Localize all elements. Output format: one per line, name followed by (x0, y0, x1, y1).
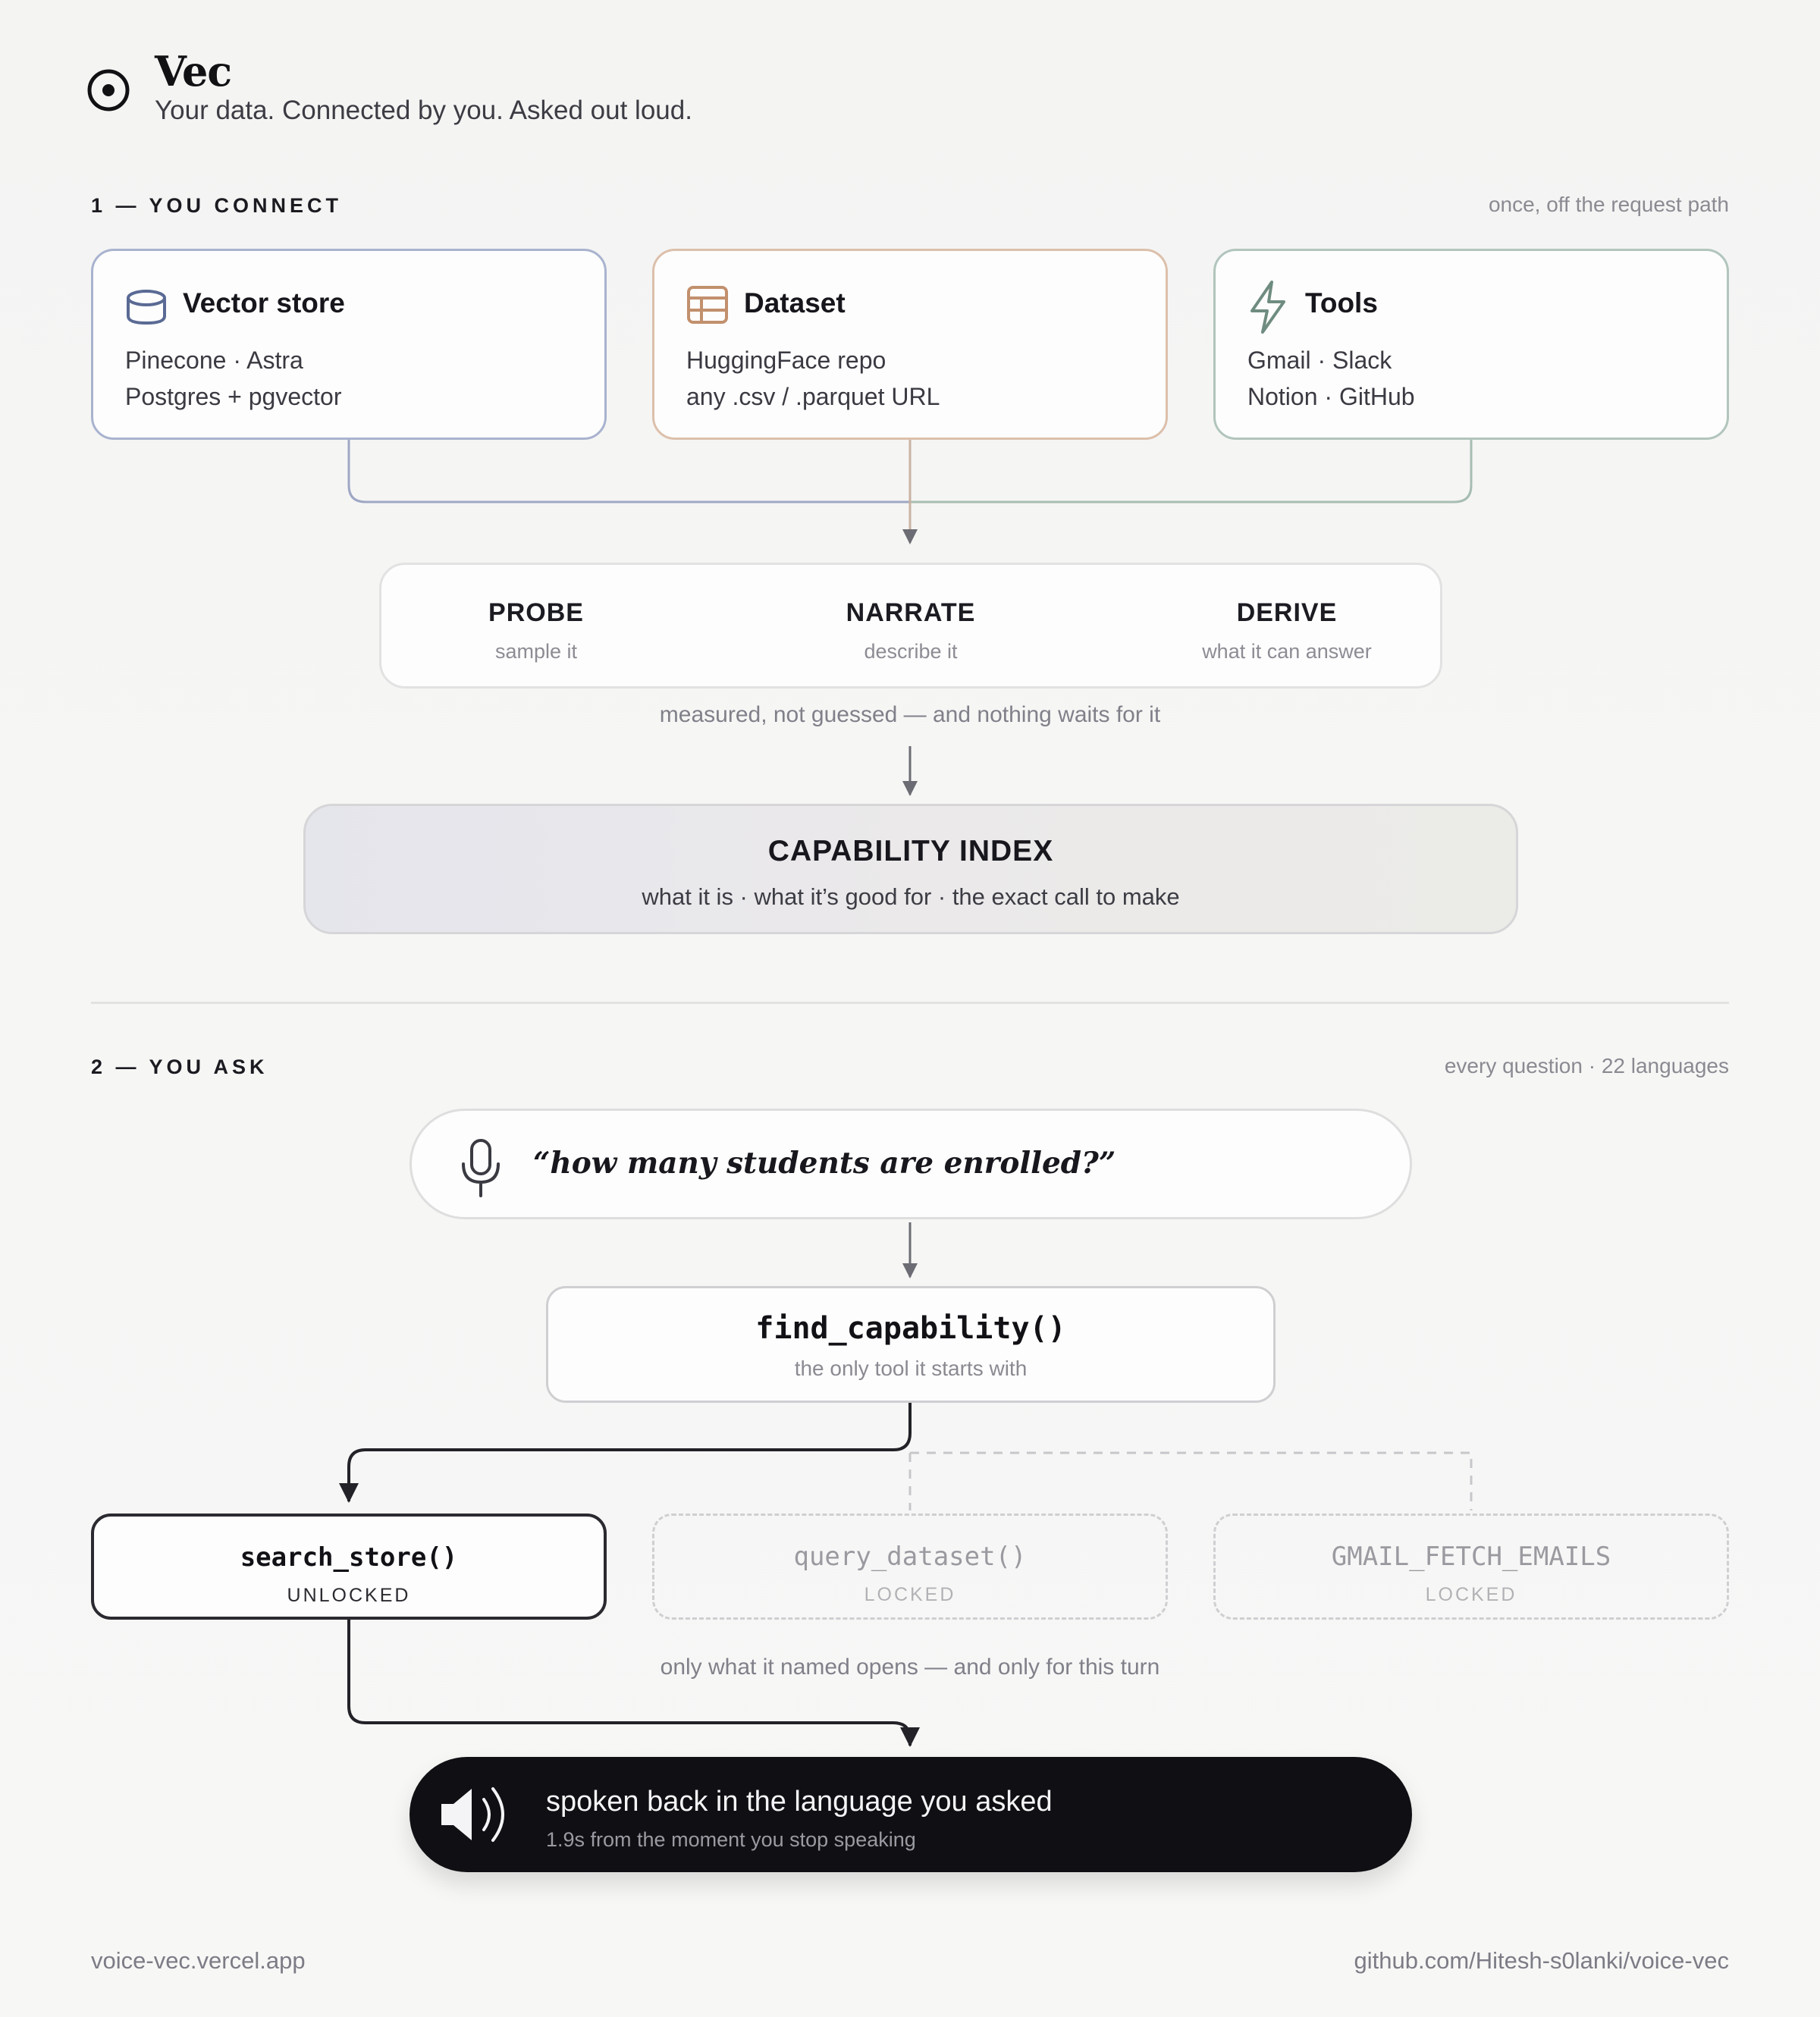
answer-subtext: 1.9s from the moment you stop speaking (546, 1828, 916, 1851)
stage-subtitle: sample it (494, 640, 578, 663)
vector-store-connector (347, 440, 910, 503)
vector-store-card: Vector store Pinecone · Astra Postgres +… (91, 249, 607, 440)
stage-subtitle: describe it (864, 640, 958, 663)
answer-text: spoken back in the language you asked (546, 1786, 1053, 1818)
footer-github-link[interactable]: github.com/Hitesh-s0lanki/voice-vec (1354, 1947, 1730, 1974)
tool-name: GMAIL_FETCH_EMAILS (1331, 1542, 1611, 1572)
gmail-fetch-emails-tool: GMAIL_FETCH_EMAILS LOCKED (1213, 1514, 1729, 1620)
find-capability-box: find_capability() the only tool it start… (546, 1286, 1276, 1403)
lightning-icon (1250, 281, 1285, 334)
stage-title: NARRATE (846, 598, 976, 627)
capability-index-title: CAPABILITY INDEX (767, 835, 1054, 867)
stage-narrate: NARRATE describe it (767, 598, 1055, 663)
spoken-answer-pill: spoken back in the language you asked 1.… (410, 1757, 1412, 1872)
card-line: Pinecone · Astra (125, 347, 303, 374)
stage-probe: PROBE sample it (392, 598, 680, 663)
database-icon (127, 290, 166, 325)
section-divider (91, 1002, 1729, 1004)
pipeline-box: PROBE sample it NARRATE describe it DERI… (379, 563, 1442, 689)
search-store-tool: search_store() UNLOCKED (91, 1514, 607, 1620)
stage-title: DERIVE (1236, 598, 1338, 627)
stage-subtitle: what it can answer (1202, 640, 1372, 663)
find-to-search-arrow (339, 1403, 912, 1503)
tool-name: search_store() (240, 1542, 458, 1573)
search-to-answer-arrow (347, 1620, 920, 1747)
capability-index-box: CAPABILITY INDEX what it is · what it’s … (303, 804, 1518, 934)
stage-title: PROBE (488, 598, 584, 627)
query-dataset-tool: query_dataset() LOCKED (652, 1514, 1168, 1620)
microphone-icon (462, 1139, 500, 1197)
card-title: Vector store (183, 287, 345, 318)
footer-site-link[interactable]: voice-vec.vercel.app (91, 1947, 306, 1974)
card-title: Tools (1305, 287, 1378, 318)
tool-status: LOCKED (864, 1584, 956, 1605)
tools-card: Tools Gmail · Slack Notion · GitHub (1213, 249, 1729, 440)
brand-name: Vec (155, 47, 232, 96)
pipeline-caption: measured, not guessed — and nothing wait… (659, 702, 1161, 727)
tools-connector (910, 440, 1473, 503)
section-connect-label: 1 — YOU CONNECT (91, 194, 343, 217)
capability-index-subtitle: what it is · what it’s good for · the ex… (642, 883, 1180, 910)
card-line: Postgres + pgvector (125, 383, 342, 410)
tools-caption: only what it named opens — and only for … (660, 1655, 1160, 1680)
locked-branch-lines (908, 1451, 1473, 1510)
target-logo-icon (87, 69, 130, 111)
tool-name: query_dataset() (793, 1542, 1027, 1572)
card-line: any .csv / .parquet URL (686, 383, 940, 410)
find-capability-subtitle: the only tool it starts with (794, 1357, 1028, 1380)
section-connect-note: once, off the request path (1488, 193, 1729, 216)
tagline: Your data. Connected by you. Asked out l… (155, 96, 692, 125)
card-line: Gmail · Slack (1247, 347, 1392, 374)
card-line: HuggingFace repo (686, 347, 886, 374)
speaker-icon (441, 1787, 504, 1842)
card-title: Dataset (744, 287, 846, 318)
tool-status: UNLOCKED (287, 1585, 411, 1606)
section-ask-label: 2 — YOU ASK (91, 1056, 268, 1078)
stage-derive: DERIVE what it can answer (1143, 598, 1431, 663)
table-icon (687, 286, 728, 324)
question-text: “how many students are enrolled?” (533, 1146, 1116, 1181)
find-capability-title: find_capability() (755, 1311, 1066, 1346)
card-line: Notion · GitHub (1247, 383, 1415, 410)
tool-status: LOCKED (1425, 1584, 1517, 1605)
section-ask-note: every question · 22 languages (1444, 1054, 1729, 1078)
question-pill: “how many students are enrolled?” (410, 1109, 1412, 1219)
dataset-card: Dataset HuggingFace repo any .csv / .par… (652, 249, 1168, 440)
